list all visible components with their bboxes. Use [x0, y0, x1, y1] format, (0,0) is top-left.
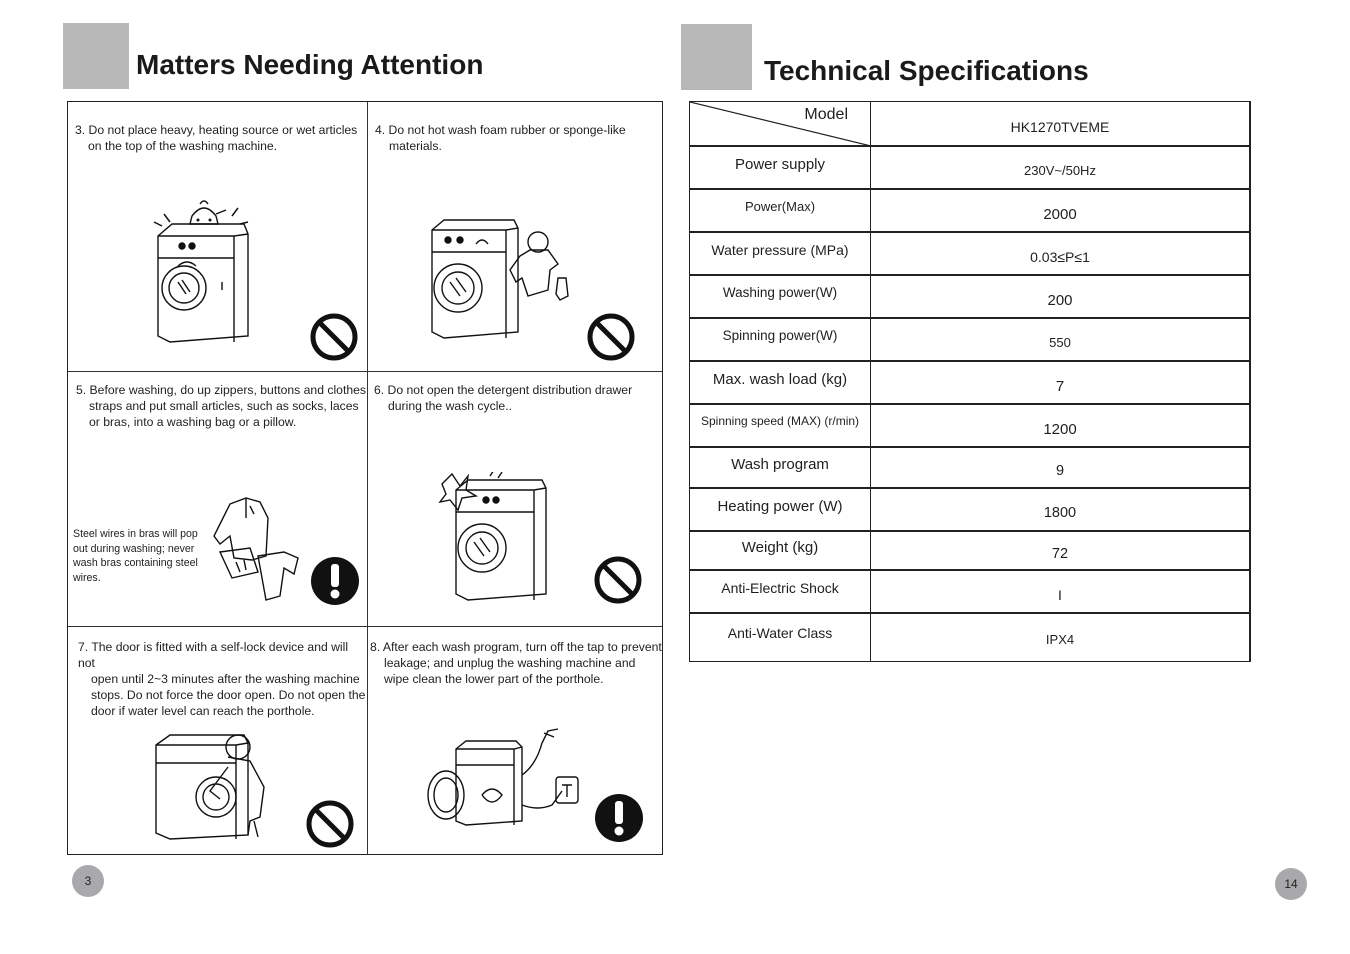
- spec-value: 72: [1051, 546, 1069, 562]
- spec-row: Heating power (W) 1800: [690, 488, 1249, 532]
- spec-row: Wash program 9: [690, 447, 1249, 489]
- item-3-text: 3. Do not place heavy, heating source or…: [75, 123, 358, 153]
- spec-label: Power supply: [734, 156, 826, 173]
- spec-value: 1800: [1043, 505, 1077, 521]
- spec-label: Weight (kg): [741, 539, 819, 556]
- unplug-and-tap-illustration: [427, 728, 579, 826]
- spec-label: Spinning speed (MAX) (r/min): [700, 414, 860, 428]
- spec-row: Weight (kg) 72: [690, 531, 1249, 571]
- spec-label: Heating power (W): [717, 498, 843, 515]
- attention-item-4: 4. Do not hot wash foam rubber or sponge…: [368, 102, 662, 371]
- spec-row: Anti-Electric Shock I: [690, 570, 1249, 614]
- spec-value: 200: [1047, 292, 1073, 309]
- clothes-and-bag-illustration: [213, 497, 299, 601]
- prohibited-icon: [587, 313, 635, 361]
- item-8-text: 8. After each wash program, turn off the…: [370, 640, 662, 686]
- machine-detergent-drawer-illustration: [438, 472, 547, 601]
- left-header-square: [63, 23, 129, 89]
- spec-label: Water pressure (MPa): [711, 242, 849, 258]
- attention-grid: 3. Do not place heavy, heating source or…: [67, 101, 663, 855]
- spec-label: Spinning power(W): [722, 328, 838, 343]
- spec-label: Anti-Water Class: [727, 625, 833, 641]
- item-7-text: 7. The door is fitted with a self-lock d…: [78, 640, 366, 718]
- spec-row: Water pressure (MPa) 0.03≤P≤1: [690, 232, 1249, 276]
- warning-icon: [595, 794, 643, 842]
- prohibited-icon: [306, 800, 354, 848]
- spec-value: 550: [1049, 335, 1071, 350]
- spec-value: 7: [1055, 378, 1065, 395]
- prohibited-icon: [594, 556, 642, 604]
- spec-row: Anti-Water Class IPX4: [690, 613, 1249, 661]
- spec-value: IPX4: [1045, 632, 1075, 647]
- warning-icon: [311, 557, 359, 605]
- attention-item-5: 5. Before washing, do up zippers, button…: [68, 372, 367, 626]
- attention-item-8: 8. After each wash program, turn off the…: [368, 627, 662, 854]
- right-header-square: [681, 24, 752, 90]
- spec-label: Model: [804, 106, 848, 123]
- spec-value: HK1270TVEME: [1010, 119, 1110, 135]
- item-6-text: 6. Do not open the detergent distributio…: [374, 383, 633, 413]
- spec-row: Power(Max) 2000: [690, 189, 1249, 233]
- spec-row: Spinning power(W) 550: [690, 318, 1249, 362]
- spec-value: 230V~/50Hz: [1024, 163, 1096, 178]
- spec-label: Washing power(W): [722, 285, 838, 300]
- item-5-text: 5. Before washing, do up zippers, button…: [76, 383, 366, 429]
- right-page-number: 14: [1275, 868, 1307, 900]
- model-header-diagonal: [690, 102, 871, 146]
- machine-with-foam-clothes-illustration: [431, 219, 569, 339]
- prohibited-icon: [310, 313, 358, 361]
- spec-value: 2000: [1043, 206, 1077, 223]
- spec-value: 1200: [1043, 421, 1077, 438]
- spec-value: I: [1058, 587, 1062, 603]
- spec-row: Spinning speed (MAX) (r/min) 1200: [690, 404, 1249, 448]
- spec-row: Max. wash load (kg) 7: [690, 361, 1249, 405]
- attention-item-6: 6. Do not open the detergent distributio…: [368, 372, 662, 626]
- left-page-title: Matters Needing Attention: [136, 49, 484, 80]
- spec-value: 0.03≤P≤1: [1030, 249, 1090, 265]
- spec-value: 9: [1055, 463, 1065, 479]
- attention-item-7: 7. The door is fitted with a self-lock d…: [68, 627, 367, 854]
- item-4-text: 4. Do not hot wash foam rubber or sponge…: [375, 123, 626, 153]
- item-5-steel-wire-note: Steel wires in bras will pop out during …: [73, 528, 198, 584]
- spec-row: Washing power(W) 200: [690, 275, 1249, 319]
- spec-label: Max. wash load (kg): [712, 371, 848, 388]
- right-page-title: Technical Specifications: [764, 55, 1089, 86]
- person-opening-door-illustration: [155, 734, 265, 840]
- machine-with-kettle-illustration: [153, 200, 249, 343]
- spec-row: Power supply 230V~/50Hz: [690, 146, 1249, 190]
- spec-label: Wash program: [731, 456, 829, 473]
- left-page-number: 3: [72, 865, 104, 897]
- spec-label: Power(Max): [744, 199, 816, 214]
- spec-label: Anti-Electric Shock: [721, 580, 839, 596]
- attention-item-3: 3. Do not place heavy, heating source or…: [68, 102, 367, 371]
